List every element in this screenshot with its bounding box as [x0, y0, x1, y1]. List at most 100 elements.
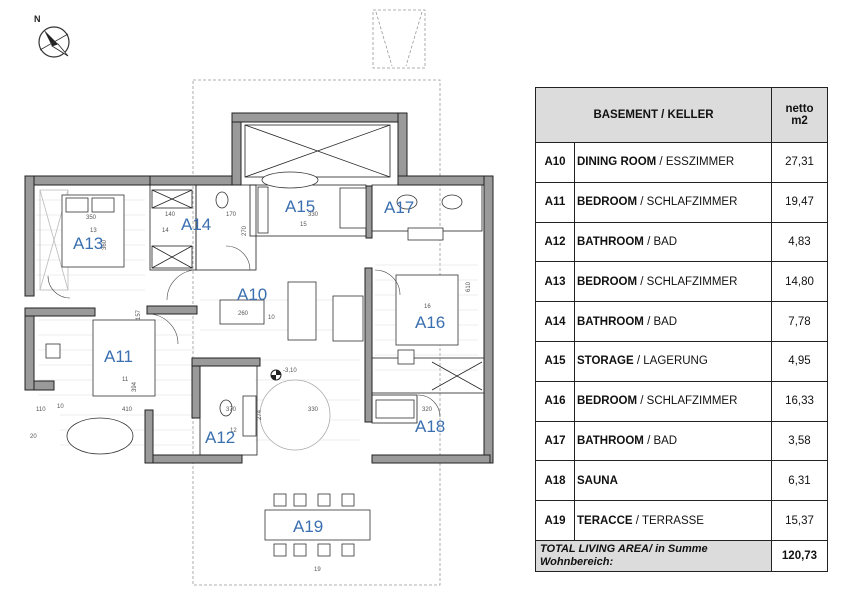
- room-area: 3,58: [771, 420, 828, 462]
- room-label-a15: A15: [285, 197, 315, 216]
- room-area: 4,83: [771, 221, 828, 263]
- room-area: 15,37: [771, 500, 828, 541]
- room-id: A19: [535, 500, 575, 541]
- unit-line-2: m2: [791, 115, 808, 127]
- dim-label: 330: [308, 212, 319, 218]
- room-name: SAUNA: [574, 460, 772, 502]
- room-name-de: / SCHLAFZIMMER: [637, 275, 738, 288]
- door-swings: [47, 245, 441, 418]
- level-marker-icon: [270, 369, 282, 381]
- room-label-a18: A18: [415, 417, 445, 436]
- room-area: 16,33: [771, 380, 828, 422]
- level-label: -3,10: [283, 368, 297, 374]
- room-name-de: / BAD: [643, 434, 678, 447]
- room-label-a14: A14: [181, 215, 211, 234]
- dim-label: 260: [238, 311, 249, 317]
- terrace-furniture: [264, 493, 371, 557]
- room-label-a11: A11: [104, 347, 133, 366]
- dim-label: 350: [86, 215, 97, 221]
- dim-label: 13: [90, 228, 97, 234]
- dimension-labels: 350 13 360 140 170 14 330 15 270 16 610 …: [30, 212, 472, 573]
- unit-line-1: netto: [785, 103, 814, 115]
- room-name-en: BATHROOM: [577, 315, 644, 328]
- room-area: 4,95: [771, 340, 828, 382]
- dim-label: 610: [466, 281, 472, 292]
- dim-label: 14: [162, 228, 169, 234]
- room-name-de: / SCHLAFZIMMER: [637, 395, 738, 408]
- dim-label: 11: [122, 377, 129, 383]
- walls: [24, 112, 494, 464]
- room-name: BEDROOM / SCHLAFZIMMER: [574, 261, 772, 303]
- north-arrow-icon: N: [34, 14, 70, 58]
- room-label-a12: A12: [205, 428, 235, 447]
- room-name-en: BEDROOM: [577, 275, 638, 288]
- site-outline: [192, 9, 441, 586]
- dim-label: 10: [268, 315, 275, 321]
- room-name: TERACCE / TERRASSE: [574, 500, 772, 541]
- room-id: A12: [535, 221, 575, 263]
- room-label-a10: A10: [237, 285, 267, 304]
- room-name-en: SAUNA: [577, 474, 618, 487]
- room-label-a13: A13: [73, 234, 103, 253]
- room-id: A10: [535, 142, 575, 183]
- room-id: A18: [535, 460, 575, 502]
- room-area: 14,80: [771, 261, 828, 303]
- room-label-a16: A16: [415, 313, 445, 332]
- room-name-en: STORAGE: [577, 355, 634, 368]
- room-labels: A10 A11 A12 A13 A14 A15 A16 A17 A18 A19: [73, 197, 445, 536]
- dim-label: 19: [314, 567, 321, 573]
- room-area: 6,31: [771, 460, 828, 502]
- room-name-en: TERACCE: [577, 514, 633, 527]
- room-name: BATHROOM / BAD: [574, 221, 772, 263]
- table-header-title: BASEMENT / KELLER: [535, 87, 772, 143]
- room-area: 7,78: [771, 301, 828, 342]
- room-id: A14: [535, 301, 575, 342]
- table-header-row: BASEMENT / KELLER netto m2: [535, 87, 828, 143]
- dim-label: 10: [57, 404, 64, 410]
- room-name-de: / TERRASSE: [632, 514, 704, 527]
- room-name-de: / LAGERUNG: [633, 355, 708, 368]
- room-id: A17: [535, 420, 575, 462]
- room-name: DINING ROOM / ESSZIMMER: [574, 142, 772, 183]
- room-name: BEDROOM / SCHLAFZIMMER: [574, 380, 772, 422]
- room-name: BATHROOM / BAD: [574, 301, 772, 342]
- total-label: TOTAL LIVING AREA/ in Summe Wohnbereich:: [535, 539, 772, 572]
- room-name-de: / BAD: [643, 315, 678, 328]
- room-name-en: DINING ROOM: [577, 156, 657, 169]
- room-name-en: BEDROOM: [577, 395, 638, 408]
- room-label-a17: A17: [384, 198, 414, 217]
- room-name: BATHROOM / BAD: [574, 420, 772, 462]
- furniture: [45, 171, 463, 455]
- room-label-a19: A19: [293, 517, 323, 536]
- room-name-de: / SCHLAFZIMMER: [637, 196, 738, 209]
- room-name-en: BATHROOM: [577, 434, 644, 447]
- room-name-de: / BAD: [643, 235, 678, 248]
- room-name-en: BATHROOM: [577, 235, 644, 248]
- total-row: TOTAL LIVING AREA/ in Summe Wohnbereich:…: [535, 539, 828, 572]
- dim-label: 20: [30, 434, 37, 440]
- dim-label: 16: [424, 304, 431, 310]
- room-area: 27,31: [771, 142, 828, 183]
- room-area: 19,47: [771, 181, 828, 223]
- room-name-en: BEDROOM: [577, 196, 638, 209]
- dim-label: 12: [230, 428, 237, 434]
- dim-label: 170: [226, 212, 237, 218]
- dim-label: 270: [242, 225, 248, 236]
- room-id: A13: [535, 261, 575, 303]
- north-label: N: [34, 14, 41, 24]
- dim-label: 320: [422, 407, 433, 413]
- room-id: A11: [535, 181, 575, 223]
- dim-label: 394: [132, 381, 138, 392]
- dim-label: 370: [226, 407, 237, 413]
- room-id: A16: [535, 380, 575, 422]
- room-name-de: / ESSZIMMER: [656, 156, 735, 169]
